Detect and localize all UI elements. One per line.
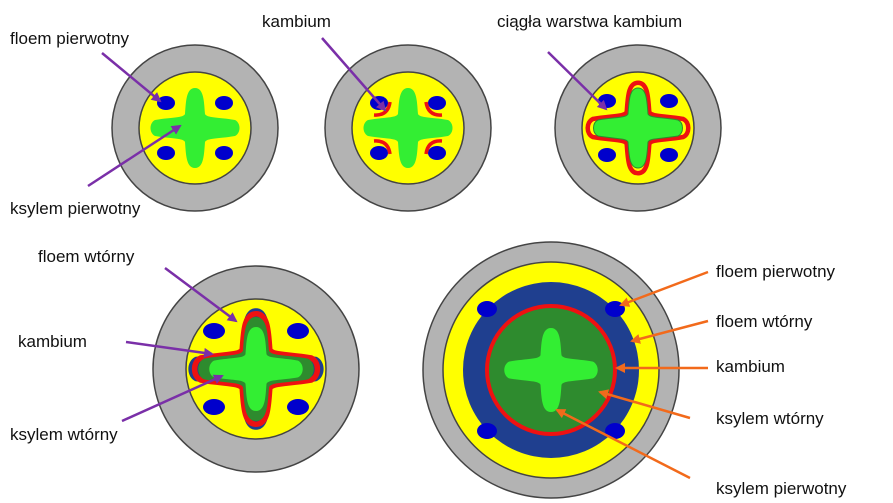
stem-stage-1 [112,45,278,211]
stem-stage-4 [153,266,359,472]
primary-phloem [598,148,616,162]
label-kambium-2: kambium [18,332,87,351]
primary-phloem [203,323,225,339]
primary-phloem [598,94,616,108]
primary-phloem [203,399,225,415]
label-ciagla-warstwa-kambium: ciągła warstwa kambium [497,12,682,31]
primary-phloem [215,146,233,160]
primary-phloem [428,146,446,160]
primary-phloem [157,146,175,160]
primary-phloem [477,423,497,439]
label-floem-pierwotny: floem pierwotny [10,29,130,48]
primary-phloem [477,301,497,317]
label-floem-pierwotny-2: floem pierwotny [716,262,836,281]
label-floem-wtorny-2: floem wtórny [716,312,813,331]
primary-phloem [157,96,175,110]
label-ksylem-wtorny: ksylem wtórny [10,425,118,444]
primary-phloem [287,323,309,339]
primary-phloem [370,146,388,160]
label-ksylem-pierwotny: ksylem pierwotny [10,199,141,218]
stem-stage-5 [423,242,679,498]
label-kambium: kambium [262,12,331,31]
label-ksylem-wtorny-2: ksylem wtórny [716,409,824,428]
label-floem-wtorny: floem wtórny [38,247,135,266]
primary-phloem [660,94,678,108]
stem-stage-3 [555,45,721,211]
primary-phloem [428,96,446,110]
label-ksylem-pierwotny-2: ksylem pierwotny [716,479,847,498]
label-kambium-3: kambium [716,357,785,376]
primary-phloem [215,96,233,110]
primary-phloem [660,148,678,162]
primary-phloem [287,399,309,415]
